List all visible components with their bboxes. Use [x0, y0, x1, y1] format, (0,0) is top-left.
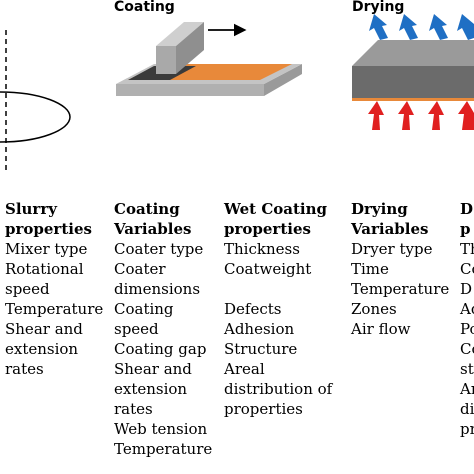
coating-item: Coater [114, 260, 166, 278]
dryer-coating-stripe [352, 98, 474, 101]
coating-item: rates [114, 400, 153, 418]
wet-coating-properties-column: Wet Coating properties Thickness Coatwei… [224, 199, 332, 419]
drying-item: Time [351, 260, 389, 278]
red-arrow-3 [428, 101, 444, 130]
dried-item: Co [460, 260, 474, 278]
dried-item: di [460, 400, 474, 418]
blue-arrow-1 [369, 14, 388, 40]
slurry-heading-line1: Slurry [5, 200, 57, 218]
dried-item: Co [460, 340, 474, 358]
wet-coating-item: Areal [224, 360, 265, 378]
coater-blade-front [156, 46, 176, 74]
drying-heading-line1: Drying [351, 200, 408, 218]
coating-variables-column: Coating Variables Coater type Coater dim… [114, 199, 212, 459]
dried-item: st [460, 360, 474, 378]
coating-item: speed [114, 320, 159, 338]
drying-stage-title: Drying [352, 0, 405, 15]
coater-blade-side [176, 22, 204, 74]
wet-coating-item: Thickness [224, 240, 300, 258]
dried-item: Th [460, 240, 474, 258]
slurry-heading-line2: properties [5, 220, 92, 238]
wet-coating-heading-line2: properties [224, 220, 311, 238]
slurry-item: Mixer type [5, 240, 88, 258]
coating-stage-title: Coating [114, 0, 175, 15]
wet-coating-item: Structure [224, 340, 298, 358]
dryer-illustration [352, 14, 474, 130]
red-arrow-1 [368, 101, 384, 130]
dried-item: Po [460, 320, 474, 338]
process-illustrations [0, 14, 474, 170]
coating-item: Coating gap [114, 340, 207, 358]
dried-heading-line1: D [460, 200, 474, 218]
coating-item: extension [114, 380, 188, 398]
blue-arrow-4 [457, 14, 474, 40]
dryer-block-front [352, 66, 474, 98]
coater-illustration [116, 22, 302, 96]
wet-coating-spacer [224, 279, 332, 299]
coating-item: dimensions [114, 280, 201, 298]
red-arrow-2 [398, 101, 414, 130]
slurry-item: speed [5, 280, 50, 298]
drying-variables-column: Drying Variables Dryer type Time Tempera… [351, 199, 449, 339]
blue-arrow-2 [399, 14, 418, 40]
wet-coating-item: Coatweight [224, 260, 312, 278]
drying-item: Air flow [351, 320, 411, 338]
slurry-properties-column: Slurry properties Mixer type Rotational … [5, 199, 103, 379]
wet-coating-item: Adhesion [224, 320, 295, 338]
dried-item: D [460, 280, 473, 298]
dried-item: pr [460, 420, 474, 438]
dried-heading-line2: p [460, 220, 471, 238]
substrate-front [116, 84, 264, 96]
wet-coating-heading-line1: Wet Coating [224, 200, 328, 218]
wet-coating-item: distribution of [224, 380, 333, 398]
drying-heading-line2: Variables [351, 220, 429, 238]
coating-item: Shear and [114, 360, 192, 378]
coating-heading-line1: Coating [114, 200, 180, 218]
drying-item: Temperature [351, 280, 450, 298]
coating-heading-line2: Variables [114, 220, 192, 238]
slurry-item: Temperature [5, 300, 104, 318]
mixer-illustration [0, 30, 71, 170]
slurry-item: extension [5, 340, 79, 358]
dried-item: Ad [460, 300, 474, 318]
mixer-vessel-ellipse [0, 91, 71, 143]
coating-item: Temperature [114, 440, 213, 458]
wet-coating-item: Defects [224, 300, 282, 318]
wet-coating-item: properties [224, 400, 303, 418]
blue-arrow-3 [429, 14, 448, 40]
slurry-item: Shear and [5, 320, 83, 338]
coating-item: Web tension [114, 420, 208, 438]
red-arrows [368, 101, 474, 130]
drying-item: Dryer type [351, 240, 433, 258]
slurry-item: Rotational [5, 260, 84, 278]
dried-properties-column-partial: D p Th Co D Ad Po Co st Ar di pr [460, 199, 474, 439]
red-arrow-4 [458, 101, 474, 130]
coater-blade-top [156, 22, 204, 46]
drying-item: Zones [351, 300, 397, 318]
coating-item: Coating [114, 300, 174, 318]
dried-item: Ar [460, 380, 474, 398]
coating-item: Coater type [114, 240, 204, 258]
dryer-block-top [352, 40, 474, 66]
slurry-item: rates [5, 360, 44, 378]
blue-arrows [369, 14, 474, 40]
